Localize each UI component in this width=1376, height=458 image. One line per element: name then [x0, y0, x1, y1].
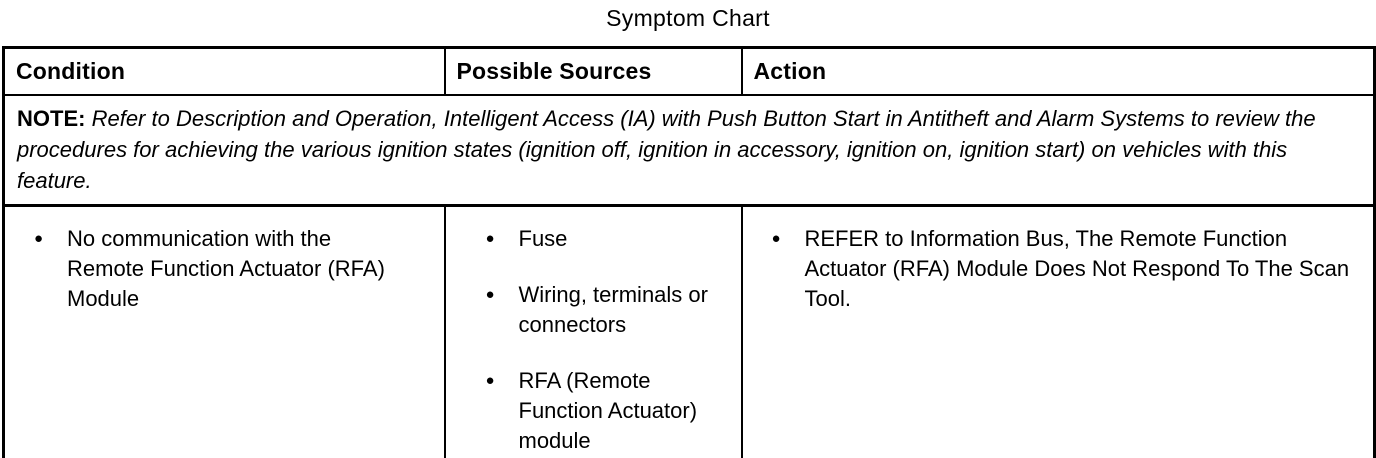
list-item: ● Fuse	[484, 224, 733, 254]
source-item-text: Wiring, terminals or connectors	[518, 281, 708, 337]
column-header-condition: Condition	[2, 46, 446, 96]
note-label: NOTE:	[17, 105, 86, 131]
condition-cell: ● No communication with the Remote Funct…	[2, 204, 446, 458]
column-header-action: Action	[740, 46, 1376, 96]
bullet-icon: ●	[485, 285, 495, 303]
source-item-text: RFA (Remote Function Actuator) module	[518, 367, 698, 453]
action-cell: ● REFER to Information Bus, The Remote F…	[740, 204, 1376, 458]
page-title: Symptom Chart	[606, 5, 770, 31]
possible-sources-list: ● Fuse ● Wiring, terminals or connectors…	[446, 224, 733, 456]
bullet-icon: ●	[485, 371, 495, 389]
source-item-text: Fuse	[518, 225, 568, 251]
column-header-possible-sources: Possible Sources	[443, 46, 743, 96]
table-row: ● No communication with the Remote Funct…	[2, 204, 1376, 458]
action-item-text: REFER to Information Bus, The Remote Fun…	[804, 225, 1350, 311]
bullet-icon: ●	[485, 229, 495, 247]
bullet-icon: ●	[771, 229, 781, 247]
list-item: ● No communication with the Remote Funct…	[32, 224, 436, 314]
condition-list: ● No communication with the Remote Funct…	[5, 224, 436, 314]
note-text: Refer to Description and Operation, Inte…	[17, 105, 1316, 193]
symptom-chart-table: Condition Possible Sources Action NOTE: …	[2, 46, 1376, 458]
note-row: NOTE: Refer to Description and Operation…	[2, 93, 1376, 207]
action-list: ● REFER to Information Bus, The Remote F…	[743, 224, 1366, 314]
table-header-row: Condition Possible Sources Action	[2, 46, 1376, 96]
list-item: ● RFA (Remote Function Actuator) module	[484, 366, 733, 456]
list-item: ● REFER to Information Bus, The Remote F…	[770, 224, 1366, 314]
bullet-icon: ●	[33, 229, 44, 247]
list-item: ● Wiring, terminals or connectors	[484, 280, 733, 340]
condition-item-text: No communication with the Remote Functio…	[67, 225, 385, 311]
note-cell: NOTE: Refer to Description and Operation…	[2, 93, 1376, 207]
possible-sources-cell: ● Fuse ● Wiring, terminals or connectors…	[443, 204, 743, 458]
